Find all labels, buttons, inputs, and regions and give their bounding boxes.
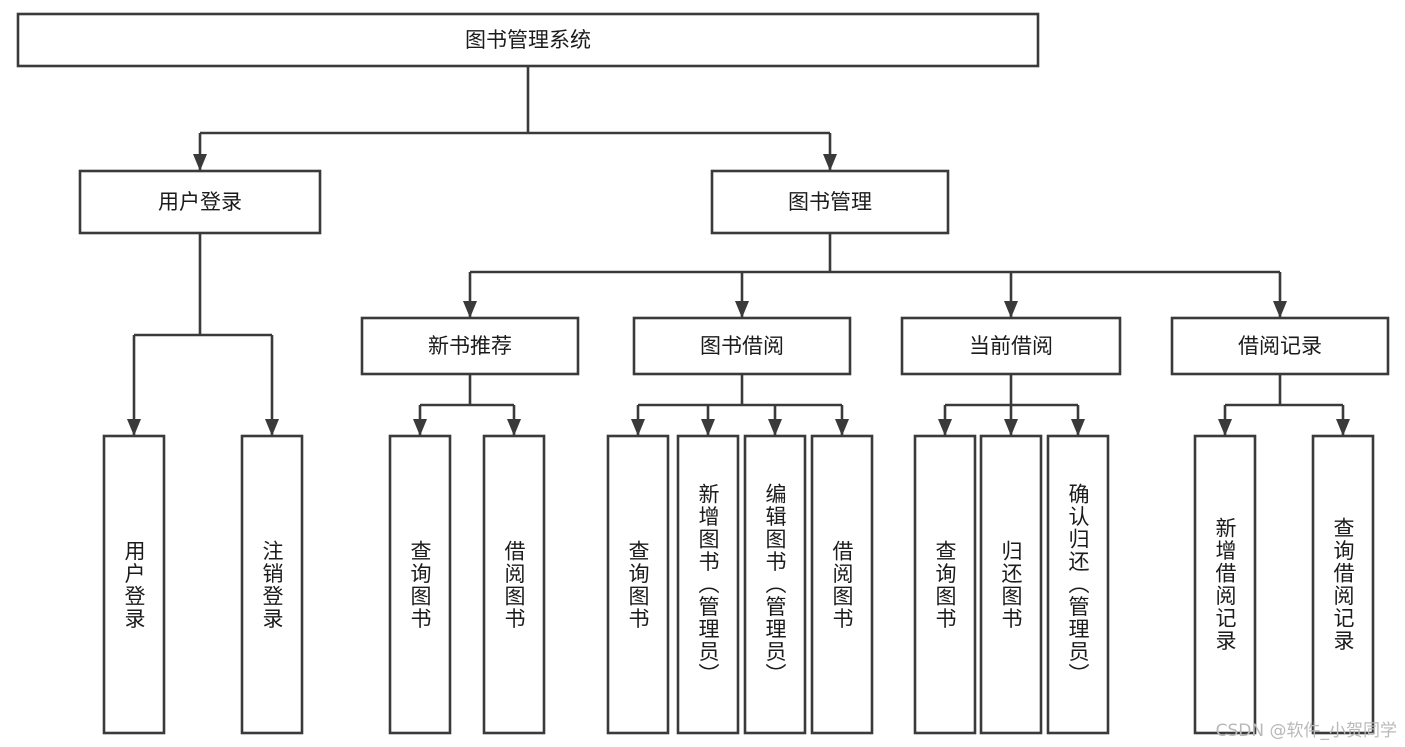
connector-group-root-to-level1: [193, 66, 837, 171]
arrow-head-icon: [1273, 301, 1287, 318]
arrow-head-icon: [823, 154, 837, 171]
node-root-0-图书管理系统[interactable]: [16, 12, 1040, 68]
node-leaf-0-用户登录[interactable]: [102, 434, 166, 735]
node-leaf-10-确认归还管理员[interactable]: [1046, 434, 1110, 735]
node-box-rect: [16, 12, 1040, 68]
node-level2-1-图书借阅[interactable]: [632, 316, 852, 376]
node-box-rect: [102, 434, 166, 735]
node-box-rect: [710, 169, 950, 235]
node-level2-2-当前借阅[interactable]: [900, 316, 1122, 376]
node-box-rect: [913, 434, 977, 735]
node-box-rect: [979, 434, 1043, 735]
node-box-rect: [676, 434, 740, 735]
connector-group-book-management-to-level2: [463, 233, 1287, 318]
node-box-rect: [606, 434, 670, 735]
arrow-head-icon: [1071, 419, 1085, 436]
connector-group-book-borrow-to-leaves: [631, 374, 849, 436]
node-box-rect: [482, 434, 546, 735]
node-box-rect: [1193, 434, 1257, 735]
arrow-head-icon: [127, 419, 141, 436]
arrow-head-icon: [735, 301, 749, 318]
node-box-rect: [810, 434, 874, 735]
node-leaf-8-查询图书[interactable]: [913, 434, 977, 735]
node-leaf-2-查询图书[interactable]: [388, 434, 452, 735]
arrow-head-icon: [631, 419, 645, 436]
node-box-rect: [900, 316, 1122, 376]
arrow-head-icon: [413, 419, 427, 436]
node-label: 当前借阅: [969, 334, 1053, 358]
arrow-head-icon: [1218, 419, 1232, 436]
node-box-rect: [240, 434, 304, 735]
watermark-text: CSDN @软件_小贺同学: [1215, 721, 1397, 741]
arrow-head-icon: [463, 301, 477, 318]
node-leaf-3-借阅图书[interactable]: [482, 434, 546, 735]
arrow-head-icon: [1004, 419, 1018, 436]
node-box-rect: [632, 316, 852, 376]
connector-group-current-borrow-to-leaves: [938, 374, 1085, 436]
node-box-rect: [360, 316, 580, 376]
node-leaf-4-查询图书[interactable]: [606, 434, 670, 735]
node-leaf-12-查询借阅记录[interactable]: [1311, 434, 1375, 735]
connector-group-new-book-to-leaves: [413, 374, 521, 436]
node-leaf-9-归还图书[interactable]: [979, 434, 1043, 735]
node-box-rect: [1170, 316, 1390, 376]
node-level1-1-图书管理[interactable]: [710, 169, 950, 235]
node-leaf-6-编辑图书管理员[interactable]: [743, 434, 807, 735]
node-box-rect: [388, 434, 452, 735]
arrow-head-icon: [507, 419, 521, 436]
arrow-head-icon: [768, 419, 782, 436]
node-level2-3-借阅记录[interactable]: [1170, 316, 1390, 376]
arrow-head-icon: [1336, 419, 1350, 436]
arrow-head-icon: [265, 419, 279, 436]
arrow-head-icon: [835, 419, 849, 436]
node-level1-0-用户登录[interactable]: [78, 169, 322, 235]
node-box-rect: [1046, 434, 1110, 735]
node-box-rect: [1311, 434, 1375, 735]
node-label: 图书管理系统: [465, 28, 591, 52]
node-leaf-1-注销登录[interactable]: [240, 434, 304, 735]
connector-group-user-login-to-leaves: [127, 233, 279, 436]
node-leaf-7-借阅图书[interactable]: [810, 434, 874, 735]
node-leaf-11-新增借阅记录[interactable]: [1193, 434, 1257, 735]
connector-group-borrow-record-to-leaves: [1218, 374, 1350, 436]
arrow-head-icon: [193, 154, 207, 171]
node-label: 图书管理: [788, 190, 872, 214]
arrow-head-icon: [1004, 301, 1018, 318]
node-label: 借阅记录: [1238, 334, 1322, 358]
connector-layer: [127, 66, 1350, 436]
arrow-head-icon: [938, 419, 952, 436]
node-level2-0-新书推荐[interactable]: [360, 316, 580, 376]
node-label: 新书推荐: [428, 334, 512, 358]
node-box-rect: [78, 169, 322, 235]
box-layer: [16, 12, 1390, 735]
node-label: 图书借阅: [700, 334, 784, 358]
node-label: 用户登录: [158, 190, 242, 214]
node-leaf-5-新增图书管理员[interactable]: [676, 434, 740, 735]
arrow-head-icon: [701, 419, 715, 436]
node-box-rect: [743, 434, 807, 735]
